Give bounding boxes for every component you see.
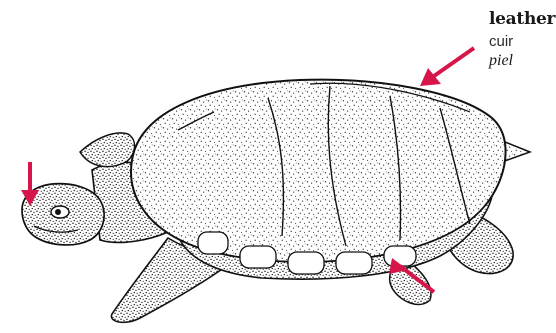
- label-french: cuir: [489, 32, 555, 51]
- arrow-leather-top: [420, 48, 474, 86]
- label-english: leather: [489, 8, 555, 30]
- leather-label-group: leather cuir piel: [489, 8, 555, 71]
- upper-flipper: [80, 133, 135, 167]
- label-spanish: piel: [489, 51, 555, 71]
